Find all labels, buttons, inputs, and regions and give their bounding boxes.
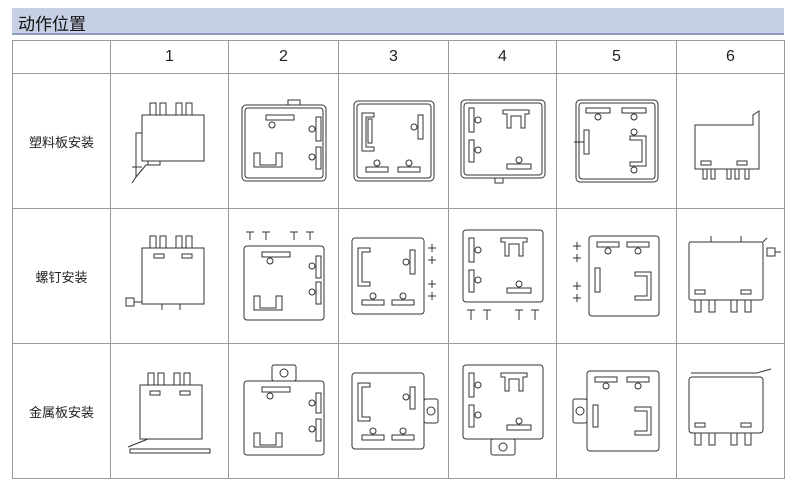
column-header: 5	[556, 40, 677, 74]
table-row: 塑料板安装	[12, 73, 785, 209]
relay-side-view-drawing	[125, 235, 204, 310]
diagram-cell	[556, 208, 677, 344]
diagram-cell	[338, 208, 449, 344]
row-label: 金属板安装	[12, 343, 111, 479]
relay-top-view-drawing	[351, 237, 436, 315]
relay-top-view-drawing	[572, 235, 659, 317]
relay-side-view-drawing	[688, 368, 771, 446]
relay-top-view-drawing	[460, 99, 545, 184]
relay-top-view-drawing	[351, 372, 438, 450]
diagram-cell	[110, 73, 229, 209]
relay-side-view-drawing	[694, 110, 759, 180]
diagram-cell	[676, 208, 785, 344]
relay-top-view-drawing	[572, 370, 659, 452]
corner-cell	[12, 40, 111, 74]
relay-side-view-drawing	[127, 372, 210, 454]
relay-top-view-drawing	[462, 364, 543, 456]
relay-side-view-drawing	[131, 102, 204, 184]
diagram-cell	[110, 208, 229, 344]
relay-top-view-drawing	[462, 229, 543, 320]
relay-top-view-drawing	[353, 100, 434, 182]
diagram-cell	[556, 343, 677, 479]
relay-top-view-drawing	[241, 99, 326, 182]
diagram-cell	[676, 73, 785, 209]
diagram-cell	[556, 73, 677, 209]
column-header: 3	[338, 40, 449, 74]
column-header: 4	[448, 40, 557, 74]
relay-top-view-drawing	[243, 364, 324, 456]
section-title-bar: 动作位置	[12, 8, 784, 35]
column-header: 2	[228, 40, 339, 74]
diagram-cell	[228, 208, 339, 344]
diagram-cell	[110, 343, 229, 479]
diagram-cell	[228, 73, 339, 209]
column-header: 1	[110, 40, 229, 74]
table-row: 金属板安装	[12, 343, 785, 479]
diagram-cell	[338, 343, 449, 479]
diagram-cell	[448, 343, 557, 479]
column-header: 6	[676, 40, 785, 74]
relay-side-view-drawing	[688, 236, 781, 313]
diagram-cell	[228, 343, 339, 479]
row-label: 螺钉安装	[12, 208, 111, 344]
relay-top-view-drawing	[243, 231, 324, 321]
diagram-cell	[448, 208, 557, 344]
diagram-cell	[338, 73, 449, 209]
header-row: 1 2 3 4 5 6	[12, 40, 785, 74]
diagram-cell	[676, 343, 785, 479]
diagram-cell	[448, 73, 557, 209]
relay-top-view-drawing	[573, 99, 658, 183]
mounting-position-table: 1 2 3 4 5 6 塑料板安装	[12, 40, 785, 479]
row-label: 塑料板安装	[12, 73, 111, 209]
section-title: 动作位置	[18, 15, 86, 35]
table-row: 螺钉安装	[12, 208, 785, 344]
